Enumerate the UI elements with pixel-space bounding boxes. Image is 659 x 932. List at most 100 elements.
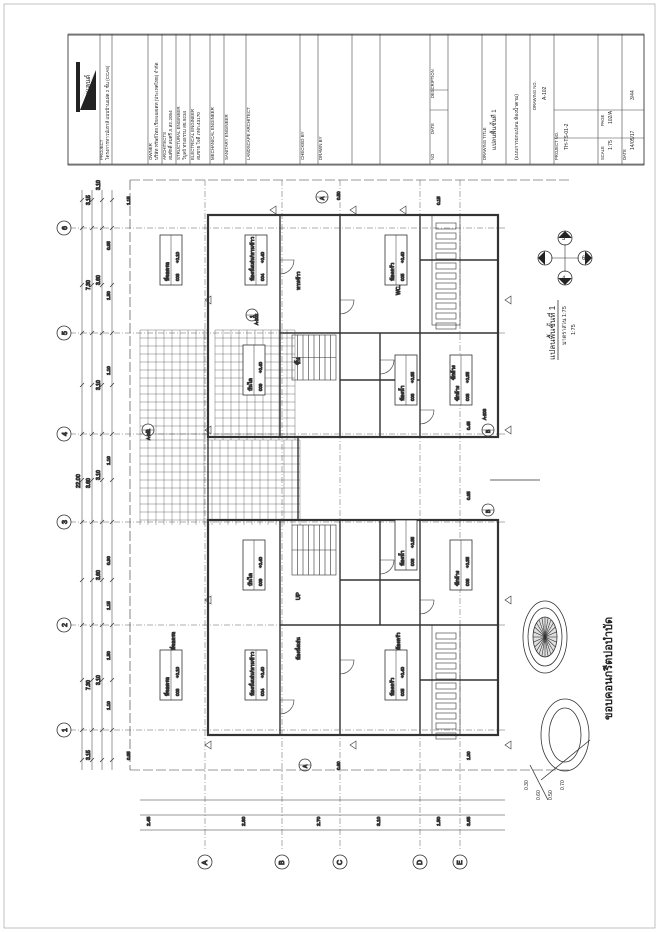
door-swing <box>279 699 295 715</box>
callout-label: B <box>486 429 492 433</box>
septic-spoke <box>544 622 554 638</box>
room-name: ห้องนั่งเล่น/ทานข้าว <box>249 237 256 281</box>
room-code: 005 <box>400 273 405 281</box>
room-label: ซักล้าง <box>450 365 457 380</box>
callout-bubble: B <box>481 503 495 517</box>
septic-spoke <box>534 636 546 648</box>
dimension-tick <box>79 677 85 683</box>
dimension-tick <box>79 757 85 763</box>
dimension-tick <box>99 431 105 437</box>
grid-bubble-letter: A <box>197 854 213 870</box>
dimension-tick <box>109 727 115 733</box>
dim-small: 1.15 <box>126 196 131 205</box>
dim-bay: 1.50 <box>436 816 442 826</box>
septic-spoke <box>538 636 546 655</box>
dim-sub: 1.50 <box>106 291 111 300</box>
dimension-tick <box>109 431 115 437</box>
grid-number: 1 <box>62 728 69 732</box>
dimension-tick <box>79 519 85 525</box>
elevation-markers <box>204 205 512 750</box>
scale-value: 1:75 <box>608 140 614 150</box>
room-code: 006 <box>410 393 415 401</box>
tb-value: บริษัท ทรัพย์ไทย เรียลเอสเตท (ประเทศไทย)… <box>153 62 159 160</box>
room-name: ห้องน้ำ <box>398 385 406 401</box>
dim-overall: 22.00 <box>76 474 82 488</box>
section-callout: A-203 <box>482 408 487 420</box>
tb-value: วิบูลย์ ทรงธรรม สย.9234 <box>181 111 188 161</box>
dim-small: 0.85 <box>126 751 131 760</box>
north-mark-3: 5 <box>542 256 546 262</box>
dimension-tick <box>99 225 105 231</box>
tb-value: สมศักดิ์ สมศรี ภ.สถ.2054 <box>166 110 173 160</box>
dimension-tick <box>79 477 85 483</box>
room-level: +0.10 <box>175 251 180 263</box>
plan-title-sub: มาตราส่วน 1:75 <box>561 306 568 345</box>
north-mark-4: 6 <box>582 256 586 262</box>
septic-spoke <box>544 617 549 638</box>
door-swing <box>419 599 435 615</box>
dimension-tick <box>109 330 115 336</box>
room-level: +0.40 <box>260 666 265 678</box>
dim-sub: 1.50 <box>106 651 111 660</box>
dimension-tick <box>99 197 105 203</box>
plan-title-group: แปลนพื้นชั้นที่ 1 มาตราส่วน 1:75 1:75 <box>546 300 577 360</box>
tb-label: CHECKED BY <box>300 131 305 160</box>
unit-outline <box>206 213 500 439</box>
dimension-tick <box>79 431 85 437</box>
callout-label: 1 <box>250 315 256 318</box>
grid-number: 5 <box>62 331 69 335</box>
grid-letter: D <box>417 860 424 865</box>
grid-bubble-letter: D <box>412 854 428 870</box>
callout-label: B <box>146 429 152 433</box>
unit-outline <box>206 518 500 737</box>
scale-label: SCALE <box>600 146 605 160</box>
dim-bay: 2.80 <box>241 816 247 826</box>
date-value: 14/05/17 <box>630 130 636 150</box>
room-level: +0.40 <box>260 251 265 263</box>
septic-spoke <box>544 636 557 643</box>
septic-spoke <box>536 636 546 652</box>
septic-spoke <box>544 636 554 652</box>
dimension-tick <box>109 477 115 483</box>
callout-bubble: A <box>298 758 312 772</box>
grid-letter: B <box>279 860 286 865</box>
grid-bubble-number: 5 <box>56 325 72 341</box>
room-name: ที่จอดรถ <box>164 677 171 696</box>
room-name: บันได <box>246 378 254 391</box>
page-label: PAGE <box>600 114 605 126</box>
grid-letter: E <box>457 860 464 865</box>
room-name: ซักล้าง <box>454 570 461 586</box>
dim-bay: 2.45 <box>146 816 152 826</box>
rev-header-date: DATE <box>430 123 435 134</box>
septic-spoke <box>541 636 546 657</box>
rev-header-desc: DESCRIPTION <box>430 69 435 98</box>
tb-label: SANITARY ENGINEER <box>224 114 229 160</box>
septic-spoke <box>533 636 546 643</box>
tb-label: STRUCTURAL ENGINEER <box>176 106 181 160</box>
plan-title: แปลนพื้นชั้นที่ 1 <box>546 305 557 360</box>
dimension-tick <box>89 477 95 483</box>
project-no-label: PROJECT NO. <box>554 132 559 160</box>
logo-text: ดีโฮมแลนด์ <box>83 75 92 110</box>
stair <box>291 334 337 381</box>
tb-label: LANDSCAPE ARCHITECT <box>246 107 251 160</box>
dim-small: 0.50 <box>336 191 341 200</box>
dimension-tick <box>79 197 85 203</box>
dim-half-2: 3.60 <box>86 478 92 488</box>
dim-top: 3.10 <box>96 380 102 390</box>
dimension-tick <box>89 577 95 583</box>
grid-bubble-letter: C <box>332 854 348 870</box>
door-swing <box>419 409 435 425</box>
rev-header-no: NO <box>430 153 435 160</box>
dim-top: 3.10 <box>96 180 102 190</box>
dimension-tick <box>109 382 115 388</box>
grid-number: 4 <box>62 432 69 436</box>
sheet-total: 3/44 <box>630 90 636 100</box>
